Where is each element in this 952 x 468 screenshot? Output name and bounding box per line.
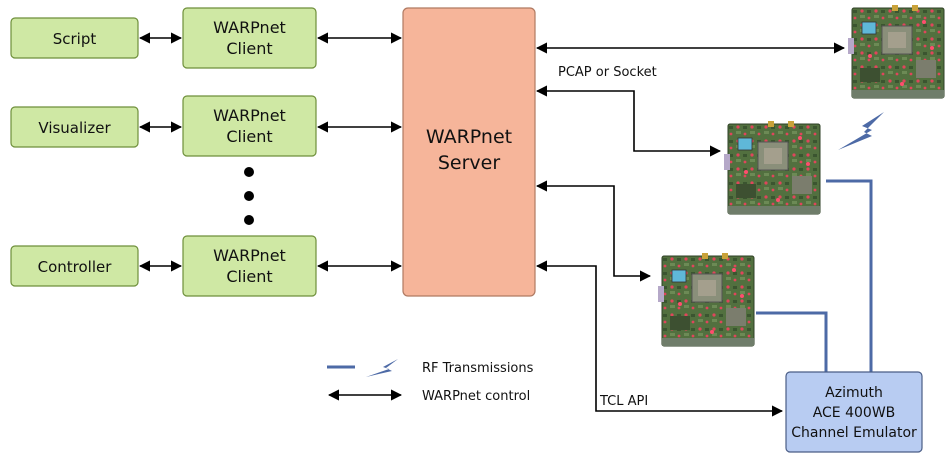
warp-fpga-board-icon [847, 4, 945, 99]
controller-label: Controller [38, 258, 113, 276]
client-1-line2: Client [226, 39, 272, 58]
visualizer-label: Visualizer [38, 119, 111, 137]
more-clients-ellipsis [244, 167, 254, 225]
client-node-2[interactable]: WARPnet Client [182, 95, 317, 157]
rf-link-board-2 [826, 179, 873, 372]
link-server-board3 [535, 180, 652, 282]
server-line2: Server [438, 152, 500, 174]
client-node-1[interactable]: WARPnet Client [182, 7, 317, 69]
client-2-line2: Client [226, 127, 272, 146]
visualizer-node[interactable]: Visualizer [10, 106, 139, 148]
legend: RF Transmissions WARPnet control [327, 359, 534, 404]
server-node[interactable]: WARPnet Server [402, 7, 536, 297]
client-2-line1: WARPnet [213, 106, 286, 125]
tcl-api-label: TCL API [599, 394, 648, 409]
controller-node[interactable]: Controller [10, 245, 139, 287]
client-3-line2: Client [226, 267, 272, 286]
legend-lightning-icon [366, 359, 398, 377]
warp-fpga-board-icon [723, 120, 821, 215]
script-node[interactable]: Script [10, 17, 139, 59]
link-server-board2 [535, 85, 722, 157]
warp-board-3[interactable] [657, 252, 755, 347]
script-label: Script [53, 30, 97, 48]
client-1-line1: WARPnet [213, 18, 286, 37]
client-node-3[interactable]: WARPnet Client [182, 235, 317, 297]
warp-fpga-board-icon [657, 252, 755, 347]
warp-board-1[interactable] [847, 4, 945, 99]
pcap-socket-label: PCAP or Socket [558, 65, 657, 80]
client-3-line1: WARPnet [213, 246, 286, 265]
legend-control-label: WARPnet control [422, 389, 530, 404]
channel-emulator-node[interactable]: Azimuth ACE 400WB Channel Emulator [785, 371, 923, 453]
legend-rf-label: RF Transmissions [422, 361, 534, 376]
control-links [138, 32, 846, 417]
emulator-line3: Channel Emulator [791, 425, 917, 441]
server-line1: WARPnet [426, 126, 512, 148]
warp-board-2[interactable] [723, 120, 821, 215]
lightning-bolt-icon [838, 112, 884, 150]
link-server-emulator [535, 260, 784, 417]
rf-link-board-3 [756, 311, 828, 372]
emulator-line1: Azimuth [825, 385, 883, 401]
emulator-line2: ACE 400WB [813, 405, 896, 421]
